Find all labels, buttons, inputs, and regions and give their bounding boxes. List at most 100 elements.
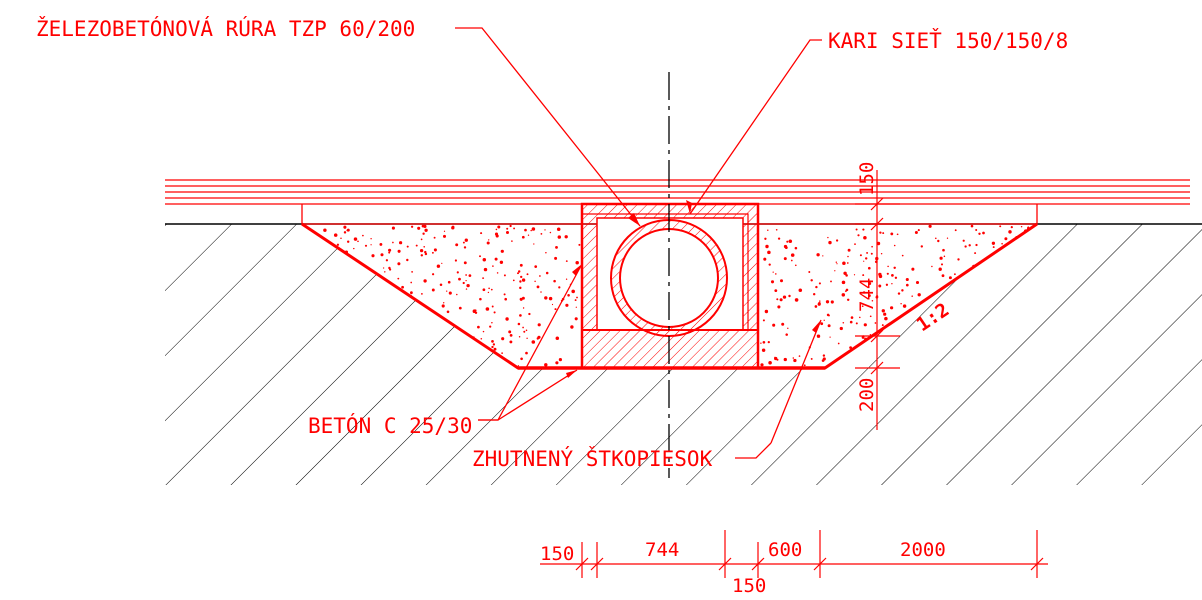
gravel-dot — [513, 227, 516, 230]
road-layers — [165, 179, 1190, 205]
gravel-dot — [819, 300, 821, 302]
gravel-dot — [433, 236, 436, 239]
gravel-dot — [491, 345, 494, 349]
gravel-dot — [867, 294, 871, 298]
gravel-dot — [410, 291, 413, 295]
gravel-dot — [897, 292, 901, 295]
gravel-dot — [940, 263, 944, 266]
gravel-dot — [423, 246, 426, 248]
gravel-dot — [896, 233, 899, 236]
gravel-dot — [762, 340, 766, 344]
gravel-dot — [767, 250, 771, 255]
gravel-dot — [765, 244, 769, 249]
gravel-dot — [841, 280, 846, 285]
gravel-dot — [828, 240, 832, 245]
gravel-dot — [479, 255, 481, 258]
gravel-dot — [894, 276, 898, 279]
gravel-dot — [482, 288, 486, 292]
gravel-dot — [565, 303, 569, 307]
gravel-dot — [497, 225, 501, 229]
gravel-dot — [862, 291, 866, 294]
gravel-dot — [525, 351, 528, 355]
gravel-dot — [767, 340, 770, 344]
gravel-dot — [869, 315, 872, 318]
gravel-dot — [486, 241, 490, 245]
gravel-dot — [834, 270, 836, 272]
gravel-dot — [917, 229, 920, 232]
gravel-dot — [554, 256, 558, 260]
gravel-dot — [770, 280, 775, 284]
gravel-dot — [353, 247, 355, 250]
gravel-dot — [465, 288, 468, 290]
gravel-dot — [847, 255, 849, 258]
gravel-dot — [777, 305, 781, 309]
gravel-dot — [465, 274, 467, 276]
gravel-dot — [812, 292, 816, 296]
gravel-dot — [553, 279, 556, 283]
gravel-dot — [982, 231, 985, 235]
gravel-dot — [928, 224, 932, 228]
gravel-dot — [920, 245, 923, 248]
gravel-dot — [343, 231, 347, 234]
gravel-dot — [492, 343, 496, 346]
gravel-dot — [525, 329, 528, 332]
gravel-dot — [881, 309, 885, 313]
gravel-dot — [521, 278, 526, 282]
gravel-dot — [509, 340, 513, 344]
gravel-dot — [850, 316, 854, 319]
gravel-dot — [539, 275, 541, 277]
gravel-dot — [1010, 226, 1013, 229]
gravel-dot — [883, 312, 887, 316]
gravel-dot — [571, 289, 575, 294]
gravel-dot — [863, 235, 867, 240]
gravel-dot — [433, 248, 437, 252]
gravel-dot — [999, 225, 1002, 228]
gravel-dot — [521, 235, 525, 239]
gravel-dot — [419, 248, 424, 253]
gravel-dot — [482, 257, 487, 262]
gravel-dot — [794, 298, 799, 302]
gravel-dot — [905, 283, 909, 287]
gravel-dot — [531, 227, 536, 231]
gravel-dot — [975, 243, 978, 247]
gravel-dot — [397, 262, 401, 266]
gravel-dot — [777, 237, 781, 240]
leader-arrowheads — [566, 200, 821, 378]
gravel-dot — [495, 234, 499, 238]
label-concrete: BETÓN C 25/30 — [308, 413, 472, 438]
dim-base-744: 744 — [645, 539, 679, 561]
gravel-dot — [564, 235, 568, 239]
gravel-dot — [891, 283, 893, 285]
gravel-dot — [768, 361, 772, 365]
gravel-dot — [347, 240, 350, 243]
gravel-dot — [558, 358, 562, 362]
gravel-dot — [783, 357, 787, 362]
gravel-dot — [816, 334, 819, 337]
gravel-dot — [548, 296, 553, 301]
gravel-dot — [876, 241, 881, 246]
gravel-dot — [436, 264, 441, 268]
gravel-dot — [490, 288, 493, 291]
gravel-dot — [937, 239, 940, 243]
gravel-dot — [493, 347, 497, 351]
vertical-dimension — [855, 170, 900, 430]
gravel-dot — [978, 232, 981, 235]
gravel-dot — [517, 365, 520, 367]
horizontal-dimension — [540, 530, 1048, 578]
gravel-dot — [422, 232, 425, 235]
gravel-dot — [458, 306, 462, 310]
gravel-dot — [411, 271, 413, 273]
dim-height: 744 — [856, 278, 878, 312]
gravel-dot — [830, 280, 832, 283]
gravel-dot — [558, 286, 561, 289]
gravel-dot — [941, 274, 945, 278]
gravel-dot — [519, 263, 523, 267]
gravel-dot — [540, 232, 543, 235]
gravel-dot — [853, 274, 856, 276]
gravel-dot — [479, 297, 482, 301]
gravel-dot — [954, 273, 956, 276]
gravel-dot — [885, 283, 889, 286]
gravel-dot — [526, 337, 528, 340]
gravel-dot — [370, 244, 372, 246]
